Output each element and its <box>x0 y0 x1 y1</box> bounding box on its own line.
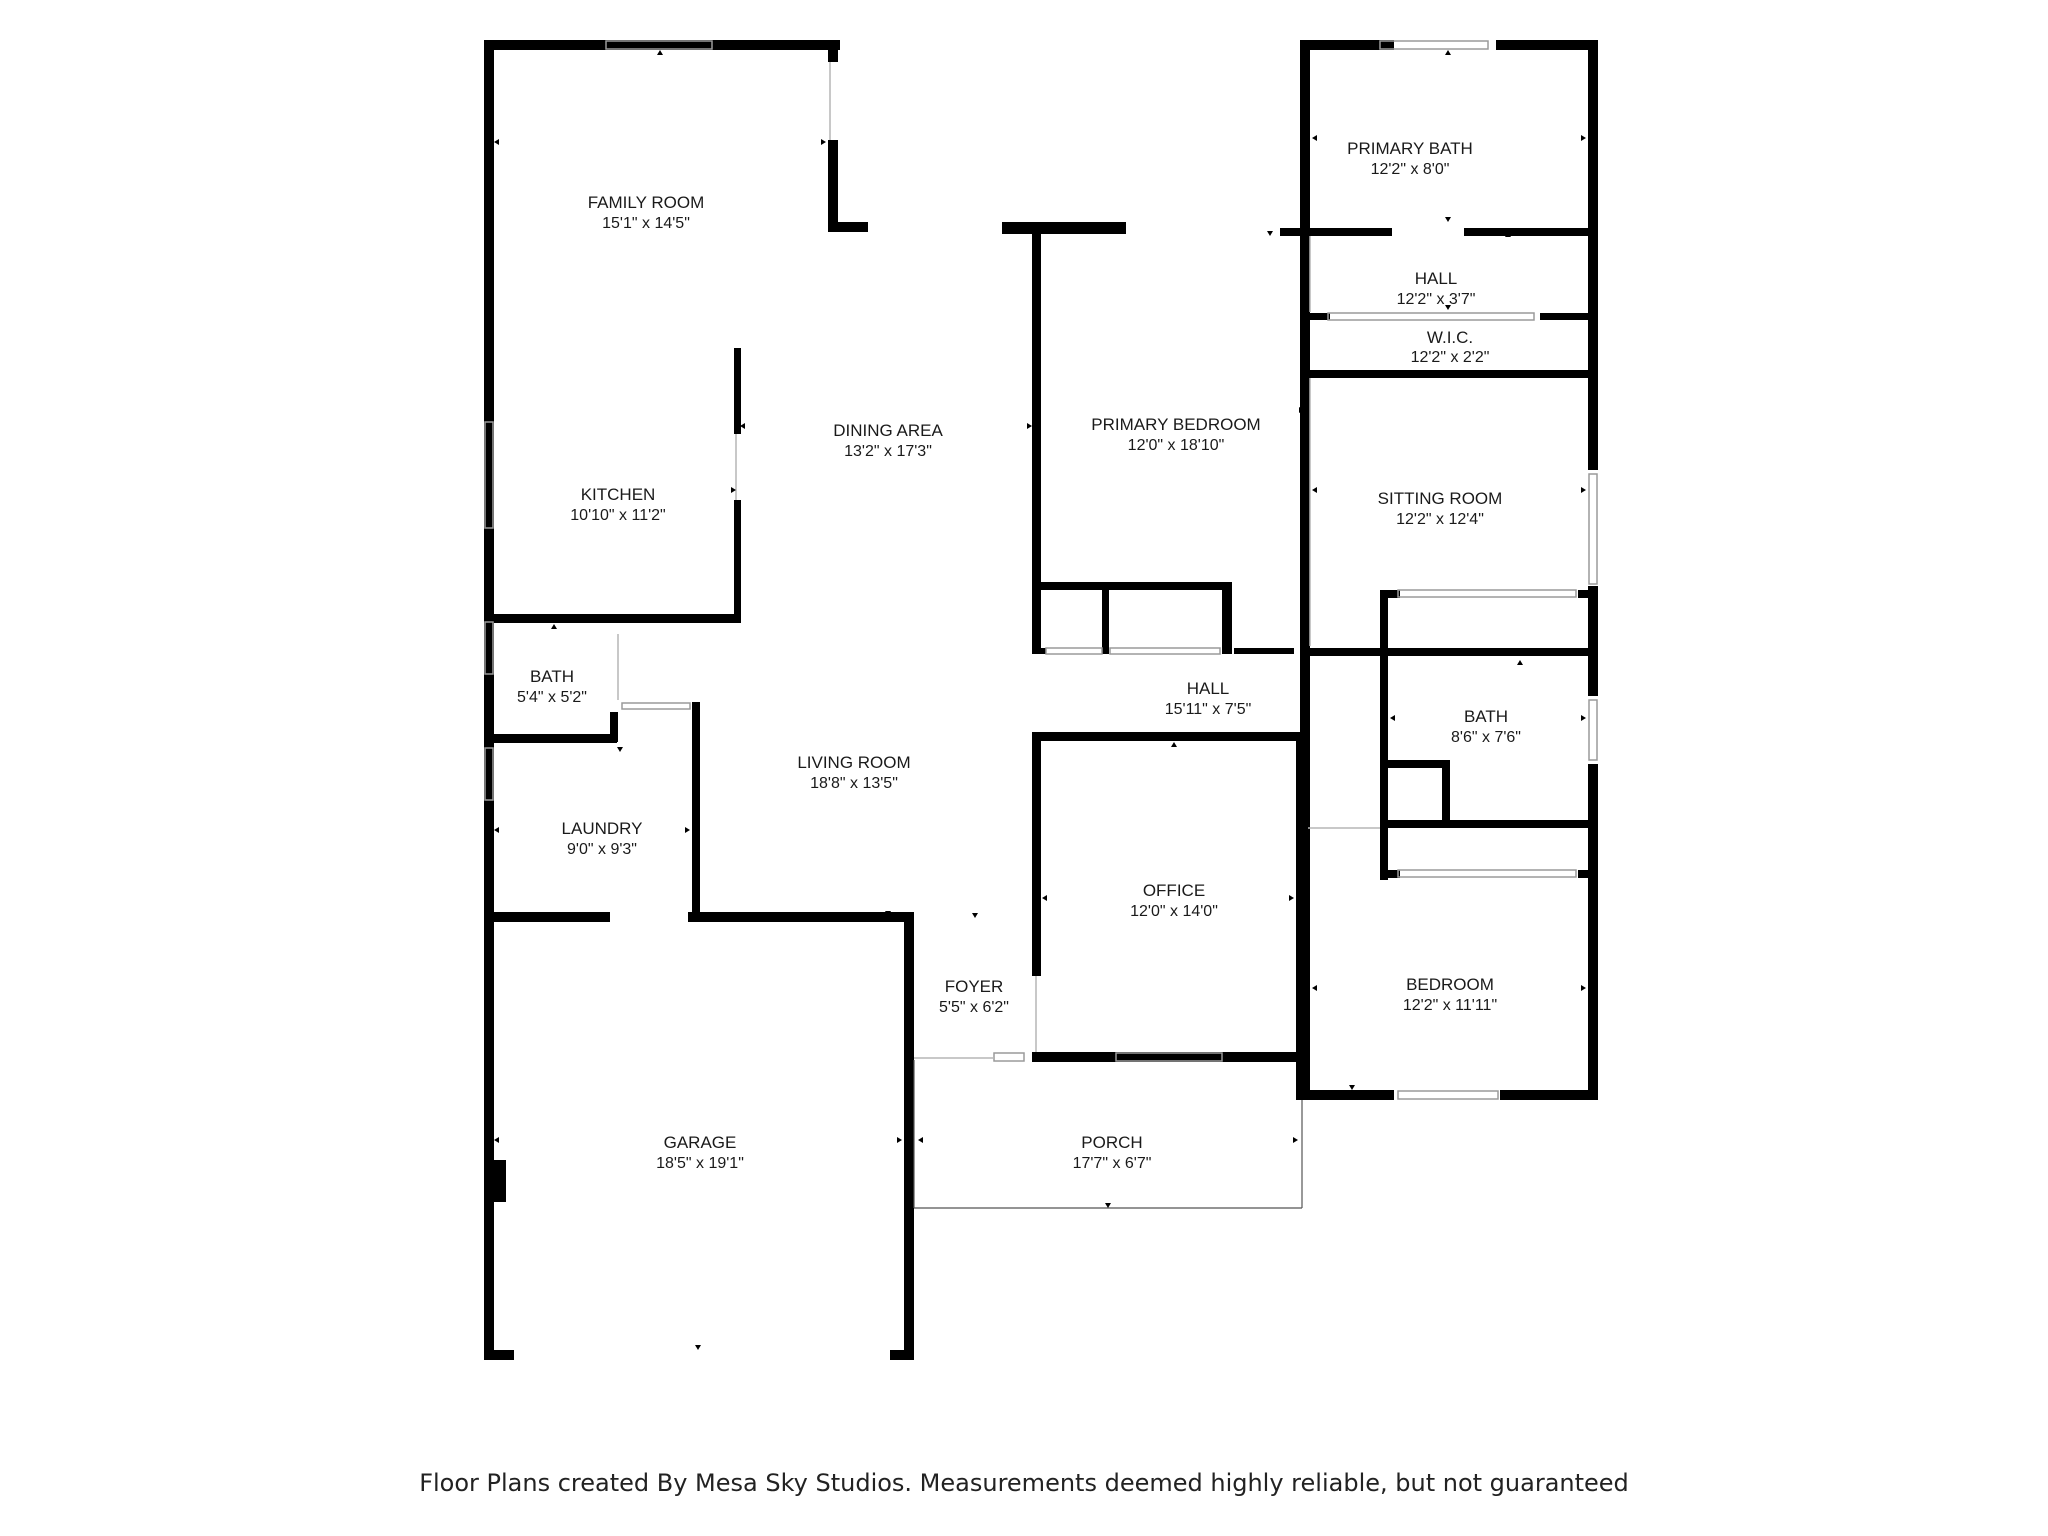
room-name: FOYER <box>945 977 1004 996</box>
room-dimensions: 12'2" x 12'4" <box>1396 511 1484 528</box>
room-dimensions: 12'0" x 18'10" <box>1128 437 1225 454</box>
room-name: PRIMARY BATH <box>1347 139 1473 158</box>
room-labels: FAMILY ROOM 15'1" x 14'5" KITCHEN 10'10"… <box>517 139 1521 1172</box>
room-dimensions: 5'4" x 5'2" <box>517 689 587 706</box>
room-name: HALL <box>1187 679 1230 698</box>
room-name: DINING AREA <box>833 421 943 440</box>
room-name: PRIMARY BEDROOM <box>1091 415 1260 434</box>
room-label-wic: W.I.C. 12'2" x 2'2" <box>1411 328 1490 366</box>
room-label-garage: GARAGE 18'5" x 19'1" <box>656 1133 744 1172</box>
room-dimensions: 15'11" x 7'5" <box>1165 701 1252 718</box>
room-label-bedroom: BEDROOM 12'2" x 11'11" <box>1403 975 1497 1014</box>
room-dimensions: 12'2" x 2'2" <box>1411 349 1490 366</box>
room-name: LAUNDRY <box>562 819 643 838</box>
windows <box>484 40 1598 1100</box>
footer-credit: Floor Plans created By Mesa Sky Studios.… <box>419 1469 1629 1497</box>
room-dimensions: 9'0" x 9'3" <box>567 841 637 858</box>
room-dimensions: 5'5" x 6'2" <box>939 999 1009 1016</box>
room-label-primary-bath: PRIMARY BATH 12'2" x 8'0" <box>1347 139 1473 178</box>
room-dimensions: 18'5" x 19'1" <box>656 1155 744 1172</box>
room-label-bath-right: BATH 8'6" x 7'6" <box>1451 707 1521 746</box>
room-dimensions: 13'2" x 17'3" <box>844 443 932 460</box>
room-name: BATH <box>530 667 574 686</box>
room-dimensions: 12'2" x 8'0" <box>1371 161 1450 178</box>
room-name: GARAGE <box>664 1133 737 1152</box>
room-name: SITTING ROOM <box>1378 489 1503 508</box>
walls <box>484 40 1598 1360</box>
room-dimensions: 10'10" x 11'2" <box>570 507 665 524</box>
room-label-bath-small: BATH 5'4" x 5'2" <box>517 667 587 706</box>
room-name: KITCHEN <box>581 485 656 504</box>
room-dimensions: 18'8" x 13'5" <box>810 775 898 792</box>
room-name: LIVING ROOM <box>797 753 910 772</box>
room-label-hall-main: HALL 15'11" x 7'5" <box>1165 679 1252 718</box>
room-name: OFFICE <box>1143 881 1205 900</box>
room-name: HALL <box>1415 269 1458 288</box>
room-label-living-room: LIVING ROOM 18'8" x 13'5" <box>797 753 910 792</box>
room-dimensions: 12'0" x 14'0" <box>1130 903 1218 920</box>
open-boundaries <box>617 62 1380 1059</box>
room-label-foyer: FOYER 5'5" x 6'2" <box>939 977 1009 1016</box>
room-name: PORCH <box>1081 1133 1142 1152</box>
room-dimensions: 17'7" x 6'7" <box>1073 1155 1152 1172</box>
room-dimensions: 12'2" x 3'7" <box>1397 291 1476 308</box>
room-label-laundry: LAUNDRY 9'0" x 9'3" <box>562 819 643 858</box>
dimension-markers <box>494 50 1586 1350</box>
room-label-hall-upper: HALL 12'2" x 3'7" <box>1397 269 1476 308</box>
room-label-kitchen: KITCHEN 10'10" x 11'2" <box>570 485 665 524</box>
room-label-sitting-room: SITTING ROOM 12'2" x 12'4" <box>1378 489 1503 528</box>
room-name: W.I.C. <box>1427 328 1473 347</box>
room-dimensions: 8'6" x 7'6" <box>1451 729 1521 746</box>
room-label-family-room: FAMILY ROOM 15'1" x 14'5" <box>588 193 705 232</box>
room-name: BEDROOM <box>1406 975 1494 994</box>
room-label-office: OFFICE 12'0" x 14'0" <box>1130 881 1218 920</box>
room-label-porch: PORCH 17'7" x 6'7" <box>1073 1133 1152 1172</box>
room-label-primary-bedroom: PRIMARY BEDROOM 12'0" x 18'10" <box>1091 415 1260 454</box>
room-name: FAMILY ROOM <box>588 193 705 212</box>
room-dimensions: 15'1" x 14'5" <box>602 215 690 232</box>
room-label-dining-area: DINING AREA 13'2" x 17'3" <box>833 421 943 460</box>
room-dimensions: 12'2" x 11'11" <box>1403 997 1497 1014</box>
room-name: BATH <box>1464 707 1508 726</box>
